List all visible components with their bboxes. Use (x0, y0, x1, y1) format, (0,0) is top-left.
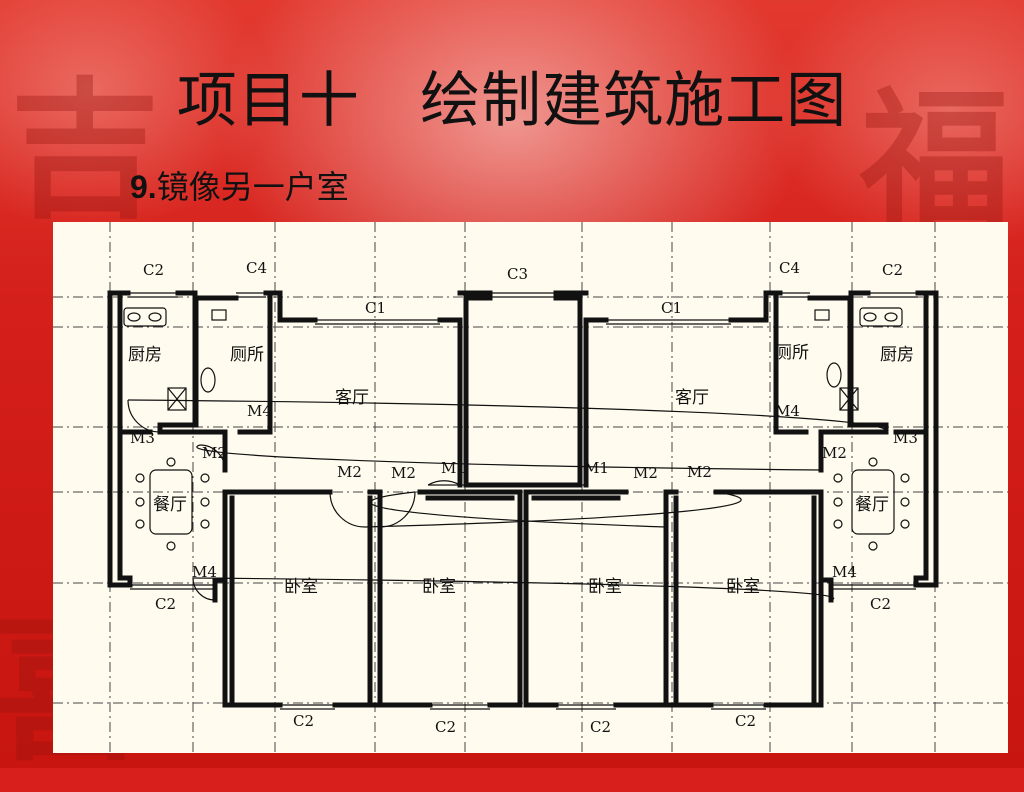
wall-segment-right-15 (666, 492, 676, 705)
floor-plan: 厨房 厕所 客厅 餐厅 卧室 卧室 卧室 卧室 客厅 厕所 厨房 餐厅 C2 C… (53, 222, 1008, 753)
room-label-bedroom-1: 卧室 (284, 577, 318, 597)
wall-segment-right-0 (916, 293, 936, 585)
slide-subtitle: 9.镜像另一户室 (130, 162, 349, 208)
door-label-m2: M2 (822, 444, 847, 462)
door-swing-arc-right-1 (197, 445, 821, 470)
floor-plan-drawing: 厨房 厕所 客厅 餐厅 卧室 卧室 卧室 卧室 客厅 厕所 厨房 餐厅 C2 C… (53, 222, 1008, 753)
door-label-m1: M1 (584, 459, 609, 477)
room-label-toilet-right: 厕所 (775, 343, 809, 363)
door-label-m4: M4 (247, 402, 272, 420)
subtitle-text: 镜像另一户室 (157, 168, 349, 206)
room-label-living-left: 客厅 (335, 388, 369, 408)
wall-segment-left-0 (110, 293, 130, 585)
door-label-m2: M2 (391, 464, 416, 482)
door-label-m2: M2 (687, 463, 712, 481)
window-label-c2: C2 (293, 712, 314, 730)
window-label-c1: C1 (365, 299, 386, 317)
door-label-m1: M1 (441, 459, 466, 477)
room-label-bedroom-4: 卧室 (726, 577, 760, 597)
subtitle-number: 9. (130, 169, 157, 205)
wall-segment-center-b (556, 293, 580, 298)
room-label-toilet-left: 厕所 (230, 345, 264, 365)
door-label-m2: M2 (337, 463, 362, 481)
window-label-c2: C2 (882, 261, 903, 279)
room-label-kitchen-right: 厨房 (880, 345, 914, 365)
window-label-c2: C2 (735, 712, 756, 730)
door-label-m3: M3 (893, 429, 918, 447)
window-label-c3: C3 (507, 265, 528, 283)
door-label-m4: M4 (775, 402, 800, 420)
room-label-living-right: 客厅 (675, 388, 709, 408)
door-label-m4: M4 (832, 563, 857, 581)
door-label-m4: M4 (192, 563, 217, 581)
room-label-dining-right: 餐厅 (855, 495, 889, 515)
door-swing-arc-left-4 (380, 492, 415, 527)
slide-title: 项目十 绘制建筑施工图 (0, 52, 1024, 139)
window-label-c4: C4 (246, 259, 267, 277)
window-label-c4: C4 (779, 259, 800, 277)
door-label-m2: M2 (202, 444, 227, 462)
wall-segment-left-2 (160, 293, 225, 432)
window-label-c2: C2 (143, 261, 164, 279)
door-swing-arc-left-3 (330, 492, 365, 527)
room-label-bedroom-3: 卧室 (588, 577, 622, 597)
room-label-dining-left: 餐厅 (153, 495, 187, 515)
room-label-kitchen-left: 厨房 (128, 345, 162, 365)
door-label-m3: M3 (130, 429, 155, 447)
door-swing-arc-left-5 (428, 481, 460, 485)
window-label-c2: C2 (870, 595, 891, 613)
window-label-c1: C1 (661, 299, 682, 317)
window-label-c2: C2 (590, 718, 611, 736)
room-label-bedroom-2: 卧室 (422, 577, 456, 597)
wall-segment-right-2 (821, 293, 886, 432)
window-label-c2: C2 (435, 718, 456, 736)
window-label-c2: C2 (155, 595, 176, 613)
door-label-m2: M2 (633, 464, 658, 482)
